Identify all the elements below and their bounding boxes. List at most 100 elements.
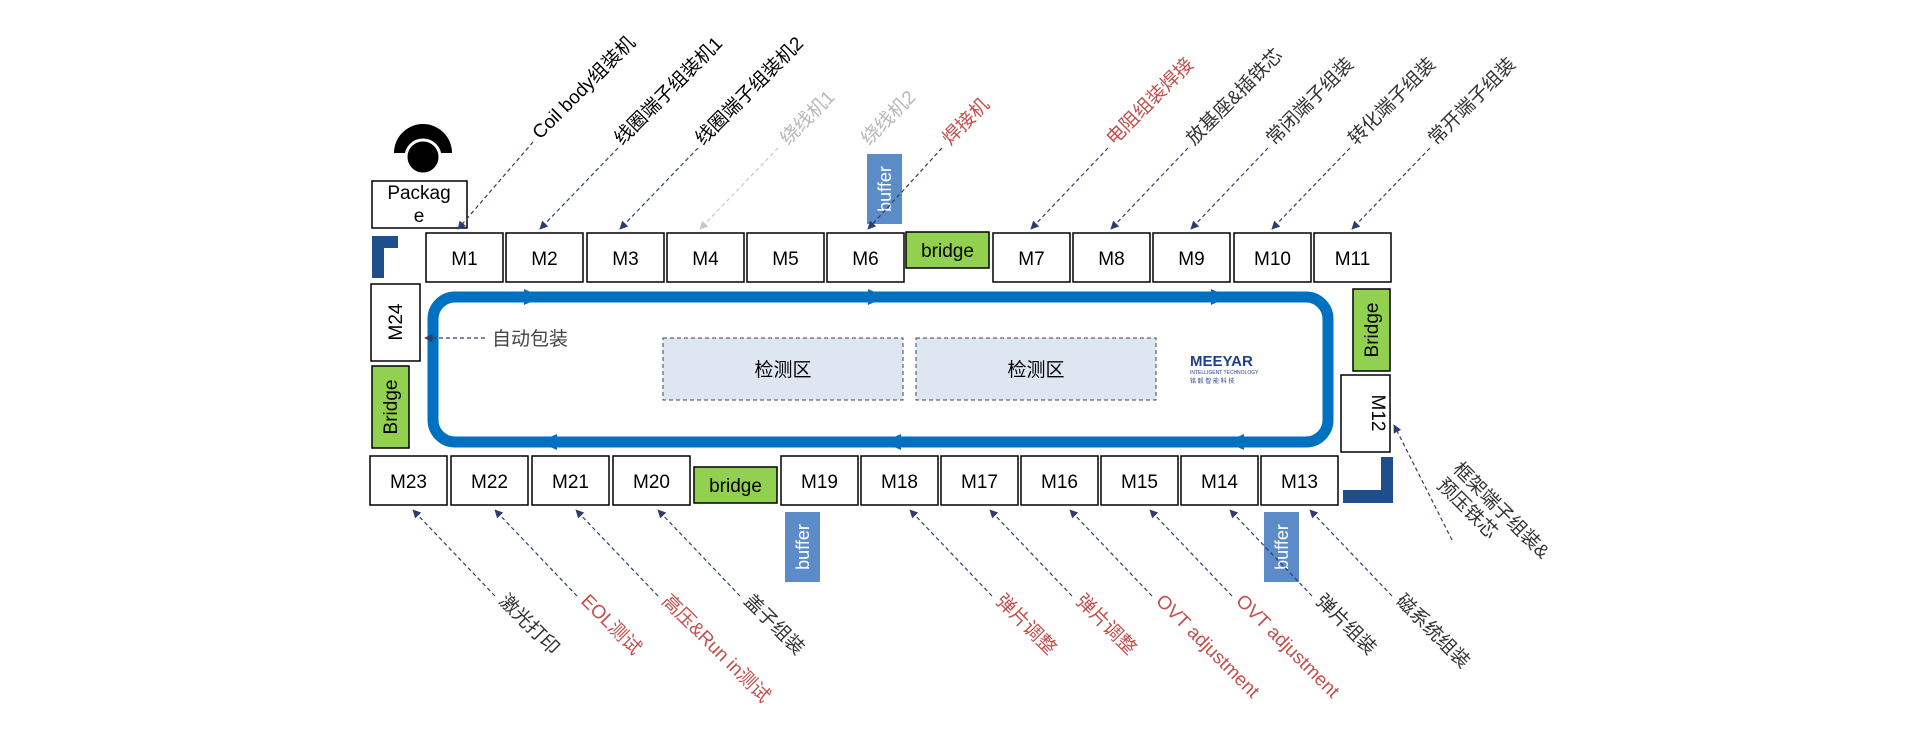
callout-arrow bbox=[909, 509, 993, 597]
top-labels: Coil body组装机 线圈端子组装机1 线圈端子组装机2 绕线机1 绕线机2… bbox=[528, 32, 1520, 150]
bottom-callouts bbox=[412, 424, 1453, 597]
bridge-top: bridge bbox=[905, 231, 990, 269]
station-m4[interactable]: M4 bbox=[666, 232, 745, 283]
station-m21[interactable]: M21 bbox=[531, 455, 610, 506]
station-m19[interactable]: M19 bbox=[780, 455, 859, 506]
station-label: M11 bbox=[1335, 249, 1371, 270]
station-label: M9 bbox=[1178, 249, 1204, 270]
corner-marker-bottom-right bbox=[1343, 457, 1393, 503]
callout-arrow bbox=[1149, 509, 1233, 597]
station-label: M4 bbox=[692, 249, 719, 270]
callout-arrow bbox=[1110, 147, 1189, 230]
station-label: M15 bbox=[1121, 472, 1158, 493]
bridge-label: bridge bbox=[921, 241, 974, 262]
inspection-zone-2: 检测区 bbox=[915, 337, 1157, 401]
callout-arrow bbox=[494, 509, 578, 597]
station-m7[interactable]: M7 bbox=[992, 232, 1071, 283]
logo-chinese: 铭 毅 智 能 科 技 bbox=[1190, 377, 1234, 385]
bottom-station-row: M23 M22 M21 M20 M19 M18 M17 M16 M15 M14 … bbox=[369, 455, 1339, 506]
callout-arrow bbox=[1190, 147, 1269, 230]
logo-name: MEEYAR bbox=[1190, 353, 1253, 370]
callout-arrow bbox=[1271, 147, 1351, 230]
buffer-label: buffer bbox=[793, 524, 813, 570]
inspection-zone-label: 检测区 bbox=[754, 359, 811, 381]
callout-arrow bbox=[539, 147, 619, 230]
station-m6[interactable]: M6 bbox=[826, 232, 905, 283]
callout-arrow bbox=[1069, 509, 1153, 597]
bridge-bottom: bridge bbox=[693, 466, 778, 504]
inspection-zone-label: 检测区 bbox=[1007, 359, 1064, 381]
station-m13[interactable]: M13 bbox=[1260, 455, 1339, 506]
station-m14[interactable]: M14 bbox=[1180, 455, 1259, 506]
station-label: M2 bbox=[531, 249, 557, 270]
station-label: M18 bbox=[881, 472, 918, 493]
station-label: M22 bbox=[471, 472, 508, 493]
bridge-label: Bridge bbox=[1362, 303, 1383, 358]
company-logo: MEEYAR INTELLIGENT TECHNOLOGY 铭 毅 智 能 科 … bbox=[1190, 353, 1259, 385]
callout-arrow bbox=[657, 509, 741, 597]
callout-arrow bbox=[1393, 424, 1453, 541]
logo-subtitle: INTELLIGENT TECHNOLOGY bbox=[1190, 370, 1259, 376]
station-m9[interactable]: M9 bbox=[1152, 232, 1231, 283]
station-label: M23 bbox=[390, 472, 427, 493]
station-label: M20 bbox=[633, 472, 670, 493]
callout-label: 激光打印 bbox=[494, 590, 563, 659]
auto-pack-label: 自动包装 bbox=[492, 328, 568, 350]
station-m17[interactable]: M17 bbox=[940, 455, 1019, 506]
station-label: M10 bbox=[1254, 249, 1291, 270]
station-label: M12 bbox=[1367, 395, 1388, 432]
station-m10[interactable]: M10 bbox=[1233, 232, 1312, 283]
station-m2[interactable]: M2 bbox=[505, 232, 584, 283]
callout-arrow bbox=[575, 509, 659, 597]
station-m11[interactable]: M11 bbox=[1313, 232, 1392, 283]
callout-arrow bbox=[867, 147, 943, 230]
top-station-row: M1 M2 M3 M4 M5 M6 M7 M8 M9 M10 M11 bbox=[425, 232, 1392, 283]
buffer-label: buffer bbox=[875, 166, 895, 212]
station-m24[interactable]: M24 bbox=[370, 283, 421, 362]
station-m15[interactable]: M15 bbox=[1100, 455, 1179, 506]
station-m8[interactable]: M8 bbox=[1072, 232, 1151, 283]
callout-label: 绕线机1 bbox=[776, 86, 839, 149]
station-m3[interactable]: M3 bbox=[586, 232, 665, 283]
station-label: M19 bbox=[801, 472, 838, 493]
station-label: M13 bbox=[1281, 472, 1318, 493]
callout-label: 弹片组装 bbox=[1311, 590, 1380, 659]
station-m1[interactable]: M1 bbox=[425, 232, 504, 283]
callout-label: 磁系统组装 bbox=[1391, 590, 1474, 673]
callout-label: 绕线机2 bbox=[857, 86, 920, 149]
callout-label: 盖子组装 bbox=[739, 590, 808, 659]
station-m18[interactable]: M18 bbox=[860, 455, 939, 506]
callout-arrow bbox=[1351, 147, 1431, 230]
station-m12[interactable]: M12 bbox=[1340, 374, 1391, 453]
callout-label: 焊接机 bbox=[938, 94, 994, 150]
bridge-right: Bridge bbox=[1352, 288, 1391, 372]
station-label: M3 bbox=[612, 249, 638, 270]
callout-arrow bbox=[989, 509, 1073, 597]
buffer-bottom-left: buffer bbox=[785, 512, 820, 582]
callout-arrow bbox=[1309, 509, 1393, 597]
package-label-line2: e bbox=[414, 206, 425, 227]
callout-arrow bbox=[457, 141, 534, 230]
station-label: M8 bbox=[1098, 249, 1124, 270]
corner-marker-top-left bbox=[372, 236, 398, 278]
callout-label: 弹片调整 bbox=[1071, 590, 1140, 659]
inspection-zone-1: 检测区 bbox=[662, 337, 904, 401]
buffer-bottom-right: buffer bbox=[1264, 512, 1299, 582]
station-m22[interactable]: M22 bbox=[450, 455, 529, 506]
station-m20[interactable]: M20 bbox=[612, 455, 691, 506]
station-label: M16 bbox=[1041, 472, 1078, 493]
package-label-line1: Packag bbox=[387, 183, 450, 204]
station-m23[interactable]: M23 bbox=[369, 455, 448, 506]
station-m16[interactable]: M16 bbox=[1020, 455, 1099, 506]
callout-arrow bbox=[1229, 509, 1313, 597]
station-label: M17 bbox=[961, 472, 998, 493]
operator-icon bbox=[394, 124, 452, 176]
package-box[interactable]: Packag e bbox=[371, 180, 468, 229]
callout-arrow bbox=[1030, 147, 1109, 230]
station-label: M24 bbox=[386, 303, 407, 340]
station-m5[interactable]: M5 bbox=[746, 232, 825, 283]
buffer-label: buffer bbox=[1272, 524, 1292, 570]
bridge-label: Bridge bbox=[381, 380, 402, 435]
station-label: M1 bbox=[451, 249, 477, 270]
